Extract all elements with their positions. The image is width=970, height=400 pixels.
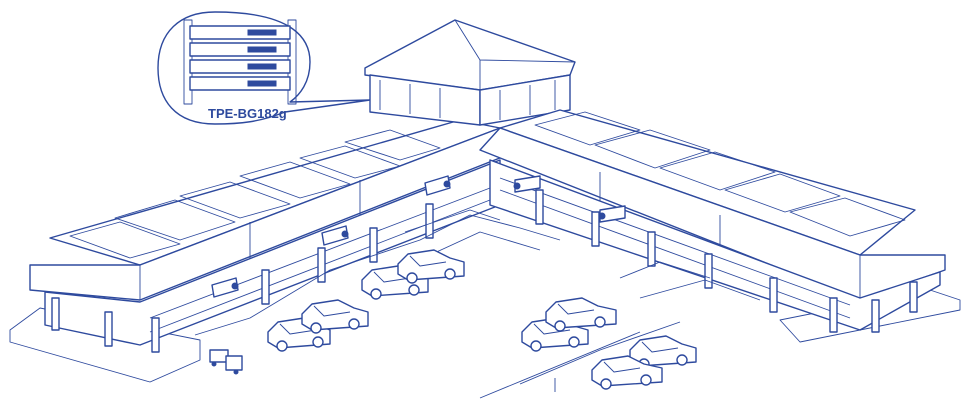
building-tower: [364, 19, 576, 126]
building-left-wing: [29, 119, 521, 353]
car-icon: [301, 299, 369, 334]
car-icon: [545, 297, 617, 332]
security-camera-icon: [513, 175, 541, 193]
equipment-cart-icon: [209, 349, 243, 375]
rack-switch-icon: [183, 19, 297, 105]
device-label: TPE-BG182g: [208, 106, 287, 121]
security-camera-icon: [321, 225, 349, 246]
car-icon: [591, 355, 663, 390]
rack-unit: [189, 25, 291, 40]
security-camera-icon: [598, 205, 626, 223]
parking-lines: [194, 209, 761, 399]
security-camera-icon: [211, 277, 239, 298]
building-right-wing: [479, 109, 946, 333]
rack-unit: [189, 42, 291, 57]
callout-bubble: TPE-BG182g: [157, 11, 371, 125]
car-icon: [397, 249, 465, 284]
security-camera-icon: [424, 175, 451, 196]
rack-unit: [189, 76, 291, 91]
rack-unit: [189, 59, 291, 74]
